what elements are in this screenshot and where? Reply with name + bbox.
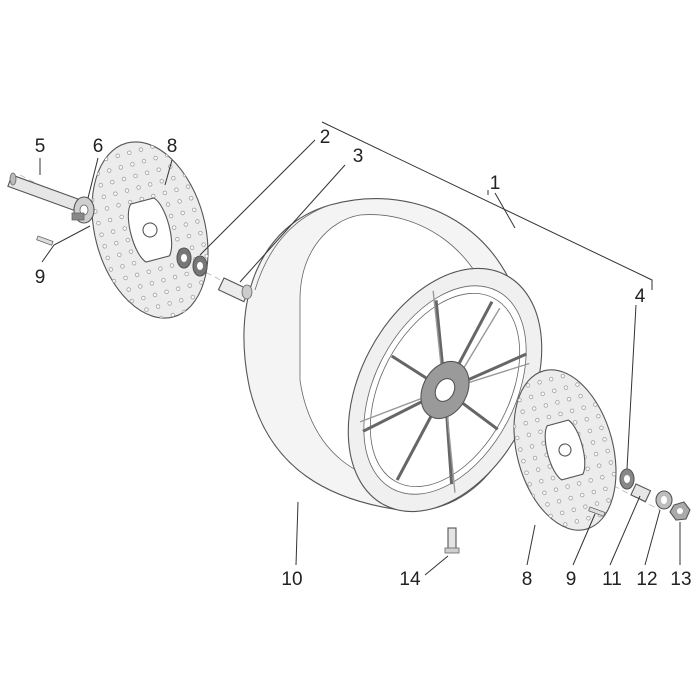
callout-4: 4 — [635, 286, 646, 307]
callout-8-right: 8 — [522, 569, 533, 590]
bearings — [176, 247, 208, 277]
leader-lines — [39, 121, 681, 576]
callout-13: 13 — [670, 569, 691, 590]
callout-8-left: 8 — [167, 136, 178, 157]
screw-left — [36, 235, 54, 246]
callout-3: 3 — [353, 146, 364, 167]
brake-disc-left — [91, 141, 209, 319]
callout-14: 14 — [399, 569, 421, 590]
callout-11: 11 — [602, 569, 622, 590]
callout-5: 5 — [35, 136, 46, 157]
callout-9-right: 9 — [566, 569, 577, 590]
bearing-right — [619, 468, 635, 490]
callout-12: 12 — [636, 569, 657, 590]
screw-right — [588, 506, 606, 517]
rim — [347, 267, 543, 513]
washer — [655, 490, 673, 510]
callout-1: 1 — [490, 173, 501, 194]
speedo-drive — [71, 196, 95, 224]
bushing — [630, 483, 652, 503]
axle-spindle — [7, 172, 79, 211]
callout-10: 10 — [281, 569, 302, 590]
axle-nut — [669, 501, 691, 521]
tyre-valve — [444, 527, 460, 554]
callout-6: 6 — [93, 136, 104, 157]
brake-disc-right — [513, 369, 617, 531]
callout-2: 2 — [320, 127, 331, 148]
callout-9-left: 9 — [35, 267, 46, 288]
callout-labels: 5 6 8 2 3 1 9 4 10 14 8 9 11 12 13 — [35, 127, 692, 590]
spacer — [217, 277, 253, 303]
